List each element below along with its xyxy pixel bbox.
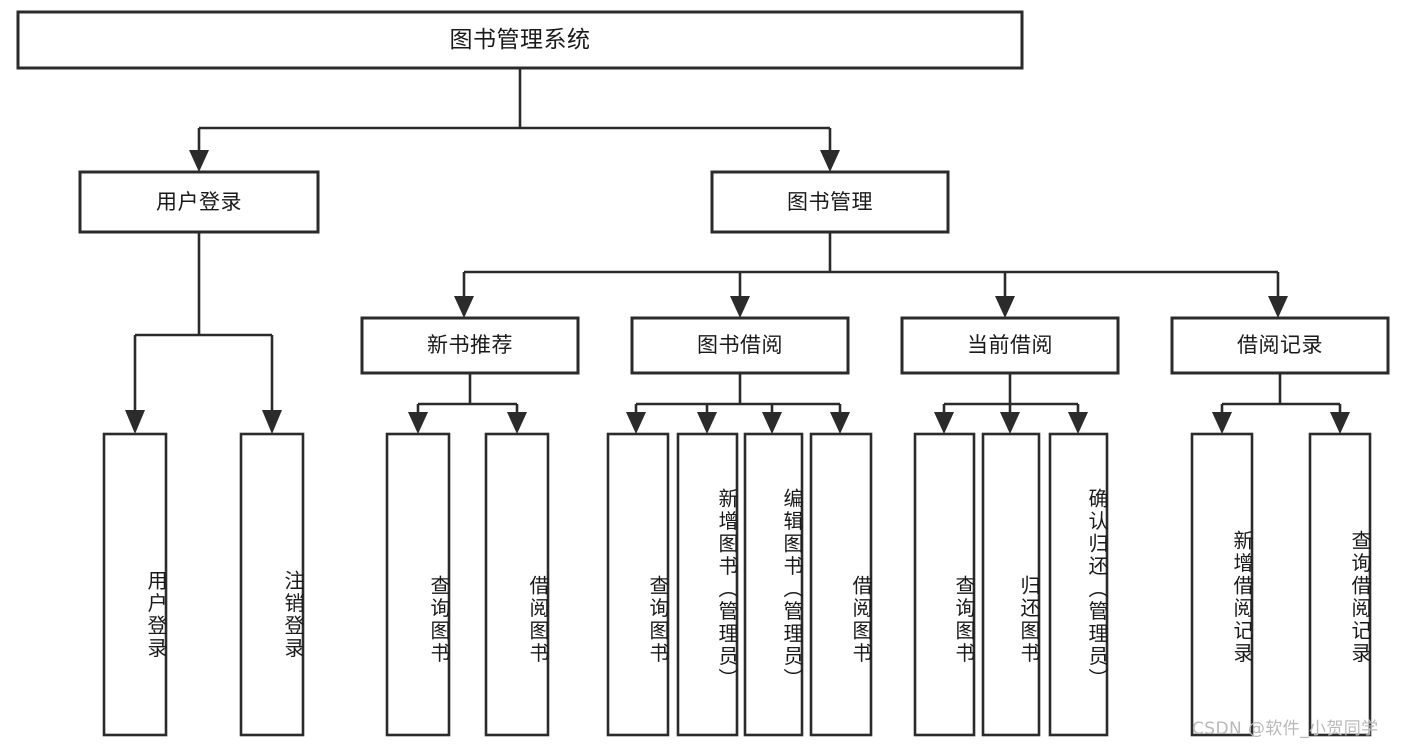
arrowhead-currentborrow-c2 (1000, 412, 1020, 434)
leaf-box-current-borrow-2[interactable] (1048, 432, 1109, 737)
arrowhead-userlogin-c2 (262, 410, 282, 434)
leaf-box-new-book-1[interactable] (484, 432, 550, 737)
arrowhead-userlogin-c1 (125, 410, 145, 434)
node-book-management-box[interactable] (710, 170, 950, 234)
arrowhead-newbook-c1 (408, 412, 428, 434)
arrowhead-borrowrecord-c2 (1330, 412, 1350, 434)
arrowhead-newbook (454, 296, 474, 318)
leaf-box-current-borrow-1[interactable] (981, 432, 1041, 737)
arrowhead-currentborrow (995, 296, 1015, 318)
leaf-box-user-login-1[interactable] (239, 432, 305, 737)
connector-layer (125, 68, 1350, 434)
arrowhead-bookborrow-c1 (626, 412, 646, 434)
leaf-box-new-book-0[interactable] (385, 432, 451, 737)
leaf-box-user-login-0[interactable] (102, 432, 168, 737)
leaf-box-borrow-record-0[interactable] (1190, 432, 1254, 737)
arrowhead-bookborrow-c3 (762, 412, 782, 434)
arrowhead-newbook-c2 (507, 412, 527, 434)
arrowhead-bookborrow (730, 296, 750, 318)
arrowhead-borrowrecord-c1 (1212, 412, 1232, 434)
arrowhead-borrowrecord (1268, 296, 1288, 318)
arrowhead-currentborrow-c1 (934, 412, 954, 434)
arrowhead-bookborrow-c2 (697, 412, 717, 434)
arrowhead-currentborrow-c3 (1068, 412, 1088, 434)
node-user-login-box[interactable] (78, 170, 320, 234)
arrowhead-bookmgmt (820, 150, 840, 172)
node-new-book-recommend-box[interactable] (360, 316, 580, 375)
node-layer (16, 10, 1390, 737)
node-borrow-record-box[interactable] (1170, 316, 1390, 375)
leaf-box-book-borrow-3[interactable] (809, 432, 873, 737)
leaf-box-book-borrow-0[interactable] (606, 432, 670, 737)
leaf-box-book-borrow-1[interactable] (676, 432, 739, 737)
node-root-box[interactable] (16, 10, 1024, 70)
node-book-borrow-box[interactable] (630, 316, 850, 375)
arrowhead-bookborrow-c4 (830, 412, 850, 434)
node-current-borrow-box[interactable] (900, 316, 1120, 375)
leaf-box-current-borrow-0[interactable] (913, 432, 976, 737)
leaf-box-borrow-record-1[interactable] (1308, 432, 1372, 737)
arrowhead-userlogin (189, 150, 209, 172)
leaf-box-book-borrow-2[interactable] (743, 432, 804, 737)
